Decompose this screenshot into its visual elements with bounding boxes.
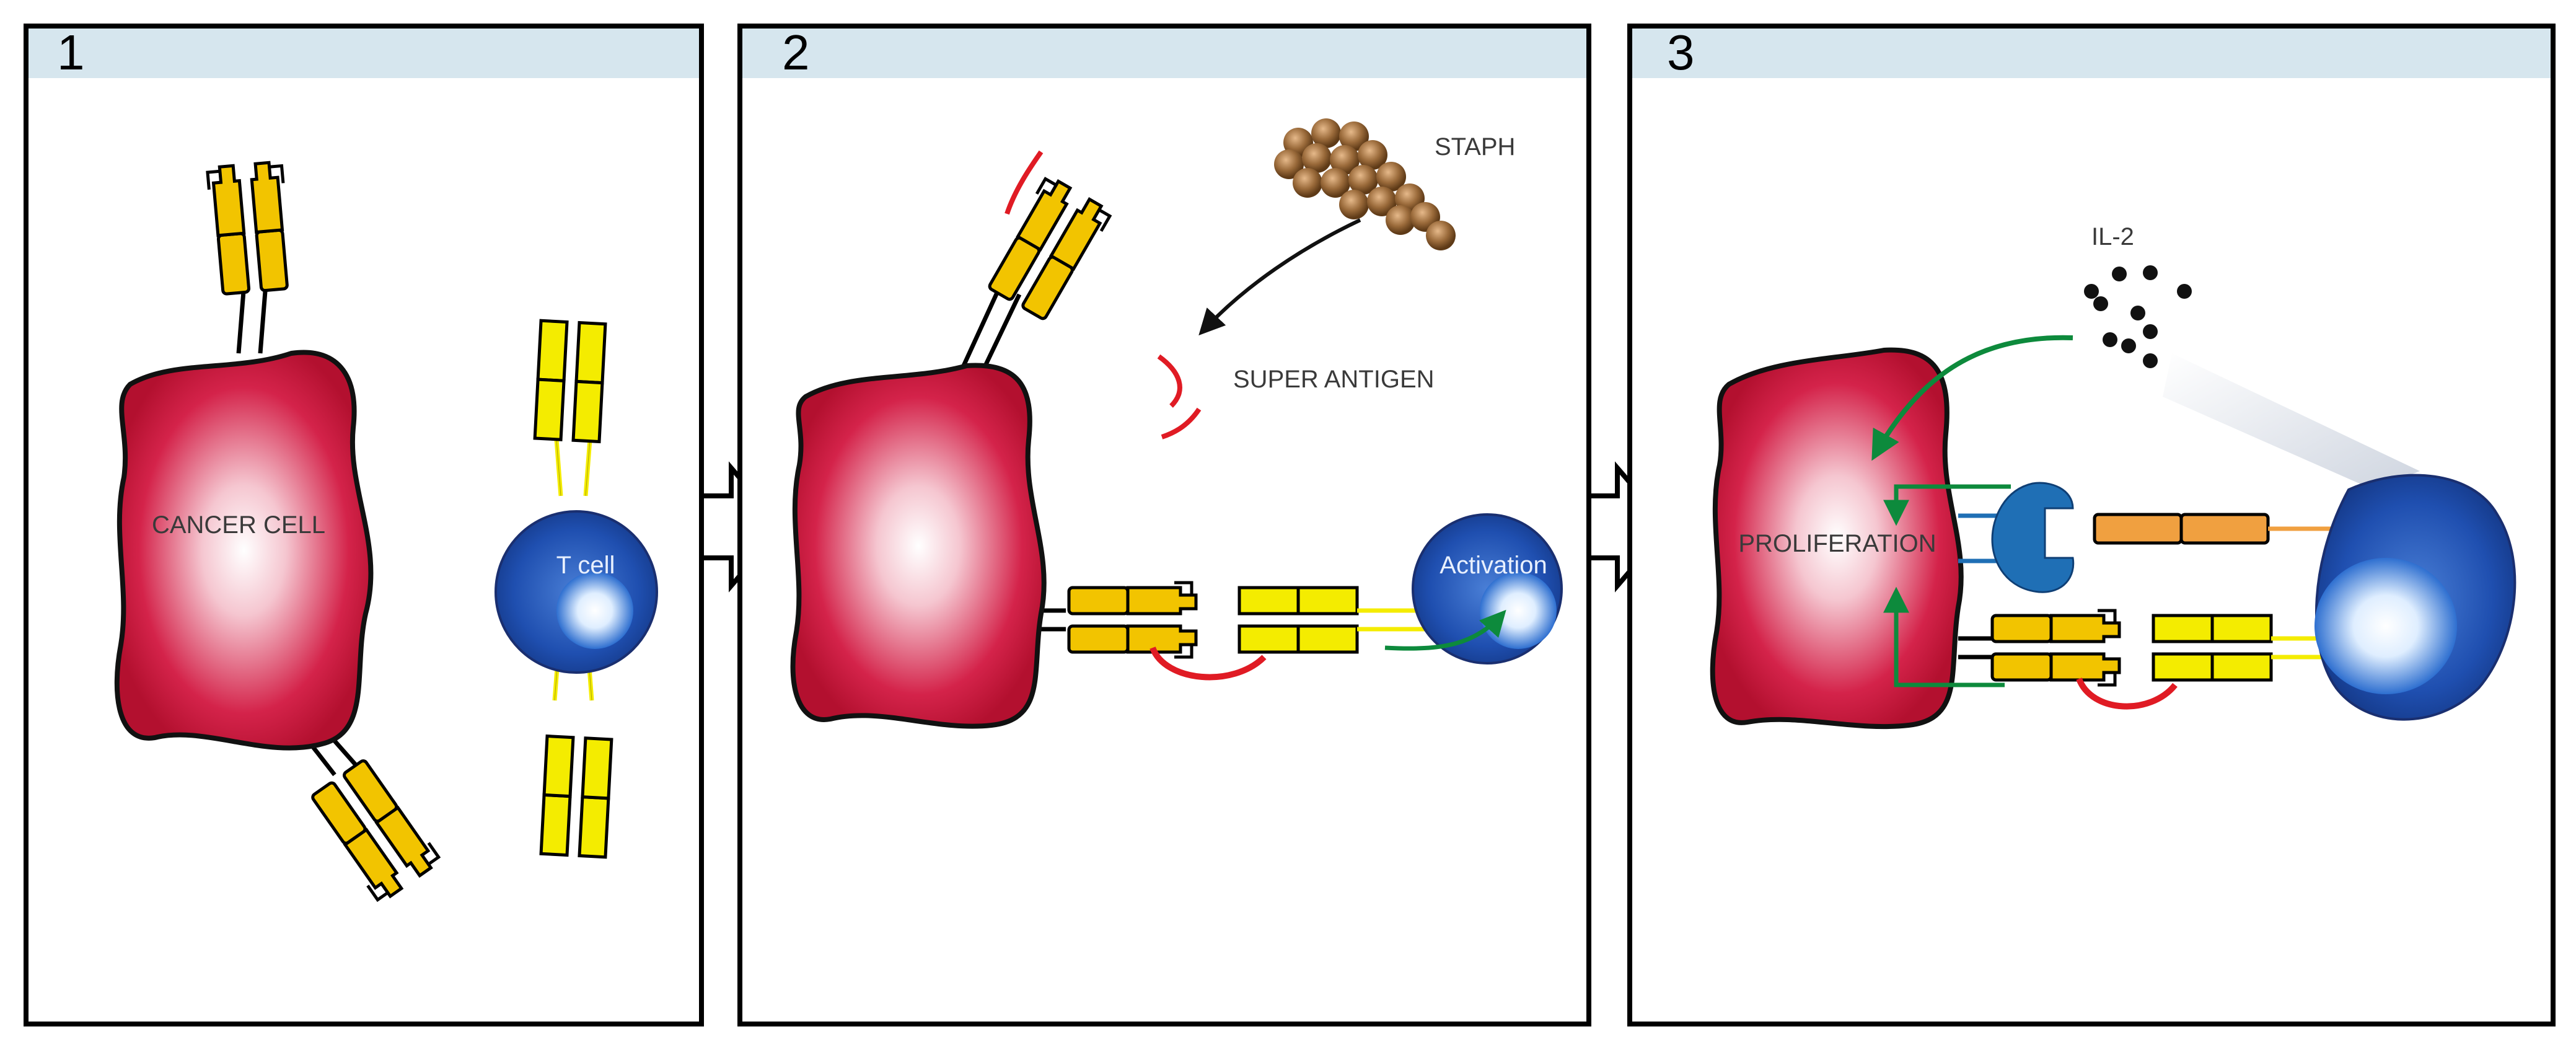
activation-arrow — [1384, 609, 1506, 651]
staph-release-arrow — [1198, 218, 1361, 336]
panel-2-number: 2 — [782, 25, 810, 80]
super-antigen-bound-top — [1004, 150, 1044, 215]
panel-2-header — [742, 29, 1586, 78]
cancer-cell — [114, 350, 374, 751]
cancer-cell — [790, 363, 1047, 729]
staph-cluster — [1274, 118, 1456, 250]
cancer-cell-label: CANCER CELL — [152, 511, 325, 539]
super-antigen-label: SUPER ANTIGEN — [1233, 366, 1435, 393]
activated-t-cell-nucleus — [2314, 558, 2457, 694]
tcr-signal-arrow — [1883, 586, 2005, 687]
t-cell-nucleus — [1480, 572, 1557, 649]
il2-label: IL-2 — [2091, 223, 2134, 250]
panel-3: 3 IL-2 PROLIFERATION — [1627, 24, 2556, 1026]
panel-1-header — [29, 29, 699, 78]
t-cell-nucleus — [556, 572, 633, 649]
panel-1: 1 CANCER CELL T cell — [24, 24, 704, 1026]
staph-label: STAPH — [1435, 133, 1515, 161]
panel-2: 2 Activation — [737, 24, 1591, 1026]
il2-molecules — [2084, 265, 2192, 368]
super-antigen-bridge — [2076, 677, 2178, 710]
panel-1-number: 1 — [57, 25, 85, 80]
panel-3-number: 3 — [1667, 25, 1695, 80]
il2-receptor-chain-2 — [2179, 513, 2270, 545]
proliferation-label: PROLIFERATION — [1738, 530, 1936, 557]
il2-receptor — [1991, 482, 2075, 593]
activation-label: Activation — [1440, 552, 1547, 579]
il2-receptor-arrow — [1883, 484, 2011, 526]
super-antigen-free-1 — [1157, 354, 1182, 408]
super-antigen-free-2 — [1161, 407, 1202, 439]
super-antigen-bridge — [1150, 646, 1267, 681]
il2-signal-arrow — [1871, 335, 2073, 461]
il2-receptor-chain-1 — [2093, 513, 2183, 545]
panel-3-header — [1632, 29, 2551, 78]
secretion-beam — [2163, 353, 2420, 490]
t-cell-label: T cell — [556, 552, 615, 579]
